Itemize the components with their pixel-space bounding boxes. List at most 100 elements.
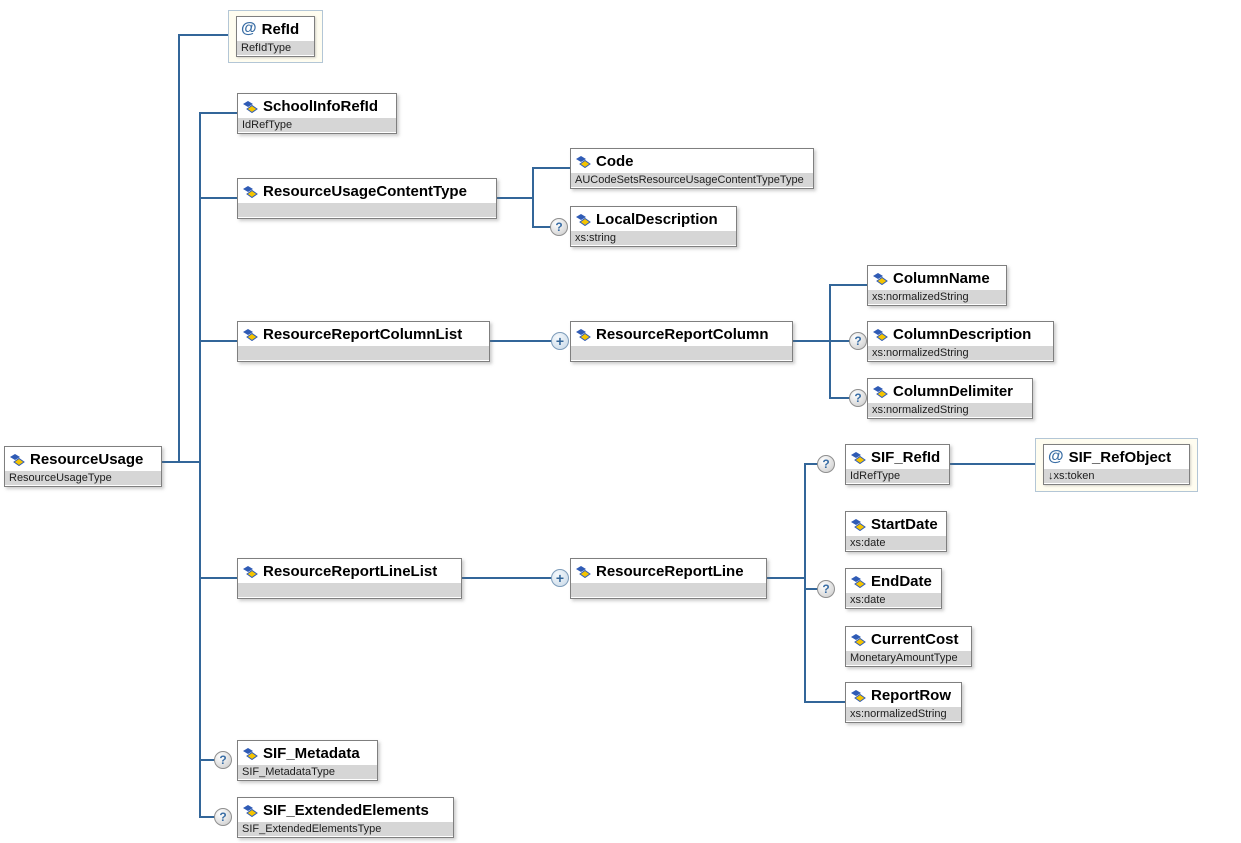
node-type: MonetaryAmountType (846, 651, 971, 665)
node-name: ColumnName (893, 269, 990, 287)
node-type: xs:normalizedString (868, 346, 1053, 360)
connector-line (804, 701, 845, 703)
node-code[interactable]: Code AUCodeSetsResourceUsageContentTypeT… (570, 148, 814, 189)
node-sif-refobject[interactable]: @SIF_RefObject ↓xs:token (1043, 444, 1190, 485)
optional-indicator-local-description: ? (550, 218, 568, 236)
node-type: RefIdType (237, 41, 314, 55)
optional-indicator-sif-refid: ? (817, 455, 835, 473)
connector-line (178, 34, 228, 36)
node-resource-report-column-list[interactable]: ResourceReportColumnList (237, 321, 490, 362)
node-name: SchoolInfoRefId (263, 97, 378, 115)
node-name: ResourceReportLine (596, 562, 744, 580)
connector-line (199, 112, 237, 114)
node-name: ResourceReportLineList (263, 562, 438, 580)
connector-line (793, 340, 831, 342)
question-icon: ? (219, 753, 227, 767)
repeat-indicator-resource-report-column[interactable]: + (551, 332, 569, 350)
element-icon (872, 385, 888, 398)
node-column-name[interactable]: ColumnName xs:normalizedString (867, 265, 1007, 306)
node-type (238, 346, 489, 360)
node-name: SIF_RefId (871, 448, 941, 466)
attribute-at-icon: @ (241, 20, 257, 37)
node-column-description[interactable]: ColumnDescription xs:normalizedString (867, 321, 1054, 362)
node-end-date[interactable]: EndDate xs:date (845, 568, 942, 609)
element-icon (575, 213, 591, 226)
repeat-indicator-resource-report-line[interactable]: + (551, 569, 569, 587)
element-icon (242, 565, 258, 578)
node-name: ResourceReportColumnList (263, 325, 463, 343)
node-current-cost[interactable]: CurrentCost MonetaryAmountType (845, 626, 972, 667)
node-school-info-refid[interactable]: SchoolInfoRefId IdRefType (237, 93, 397, 134)
connector-line (804, 463, 806, 703)
connector-line (497, 197, 534, 199)
optional-indicator-column-delimiter: ? (849, 389, 867, 407)
node-refid[interactable]: @RefId RefIdType (236, 16, 315, 57)
question-icon: ? (854, 391, 862, 405)
node-type: IdRefType (846, 469, 949, 483)
node-name: ReportRow (871, 686, 951, 704)
connector-line (199, 759, 215, 761)
node-type: xs:normalizedString (846, 707, 961, 721)
connector-line (462, 577, 552, 579)
node-name: EndDate (871, 572, 932, 590)
optional-indicator-sif-extended-elements: ? (214, 808, 232, 826)
node-name: ColumnDescription (893, 325, 1032, 343)
connector-line (532, 226, 551, 228)
question-icon: ? (555, 220, 563, 234)
node-sif-refid[interactable]: SIF_RefId IdRefType (845, 444, 950, 485)
element-icon (850, 518, 866, 531)
element-icon (850, 689, 866, 702)
node-resource-report-column[interactable]: ResourceReportColumn (570, 321, 793, 362)
node-type: ↓xs:token (1044, 469, 1189, 483)
node-resource-report-line-list[interactable]: ResourceReportLineList (237, 558, 462, 599)
node-column-delimiter[interactable]: ColumnDelimiter xs:normalizedString (867, 378, 1033, 419)
node-name: Code (596, 152, 634, 170)
node-type (238, 583, 461, 597)
attribute-box-sif-refobject[interactable]: @SIF_RefObject ↓xs:token (1035, 438, 1198, 492)
node-resource-usage-content-type[interactable]: ResourceUsageContentType (237, 178, 497, 219)
attribute-box-refid[interactable]: @RefId RefIdType (228, 10, 323, 63)
node-type: xs:normalizedString (868, 403, 1032, 417)
connector-line (829, 284, 867, 286)
optional-indicator-end-date: ? (817, 580, 835, 598)
question-icon: ? (822, 457, 830, 471)
connector-line (162, 461, 201, 463)
element-icon (9, 453, 25, 466)
node-type: xs:string (571, 231, 736, 245)
element-icon (242, 328, 258, 341)
node-name: SIF_Metadata (263, 744, 360, 762)
element-icon (850, 575, 866, 588)
node-name: CurrentCost (871, 630, 959, 648)
optional-indicator-column-description: ? (849, 332, 867, 350)
element-icon (242, 185, 258, 198)
plus-icon: + (555, 333, 565, 349)
connector-line (532, 167, 570, 169)
node-report-row[interactable]: ReportRow xs:normalizedString (845, 682, 962, 723)
node-name: StartDate (871, 515, 938, 533)
node-resource-usage[interactable]: ResourceUsage ResourceUsageType (4, 446, 162, 487)
connector-line (804, 463, 818, 465)
node-local-description[interactable]: LocalDescription xs:string (570, 206, 737, 247)
element-icon (575, 328, 591, 341)
connector-line (178, 35, 180, 463)
connector-line (950, 463, 1035, 465)
question-icon: ? (854, 334, 862, 348)
connector-line (199, 197, 237, 199)
element-icon (575, 155, 591, 168)
connector-line (829, 397, 850, 399)
node-name: ResourceReportColumn (596, 325, 769, 343)
node-type: IdRefType (238, 118, 396, 132)
node-start-date[interactable]: StartDate xs:date (845, 511, 947, 552)
node-name: ResourceUsageContentType (263, 182, 467, 200)
node-name: SIF_RefObject (1068, 448, 1172, 466)
node-resource-report-line[interactable]: ResourceReportLine (570, 558, 767, 599)
attribute-at-icon: @ (1048, 448, 1064, 465)
node-sif-metadata[interactable]: SIF_Metadata SIF_MetadataType (237, 740, 378, 781)
element-icon (242, 804, 258, 817)
node-sif-extended-elements[interactable]: SIF_ExtendedElements SIF_ExtendedElement… (237, 797, 454, 838)
connector-line (199, 816, 215, 818)
node-name: RefId (261, 20, 300, 38)
node-type: xs:normalizedString (868, 290, 1006, 304)
connector-line (829, 340, 850, 342)
